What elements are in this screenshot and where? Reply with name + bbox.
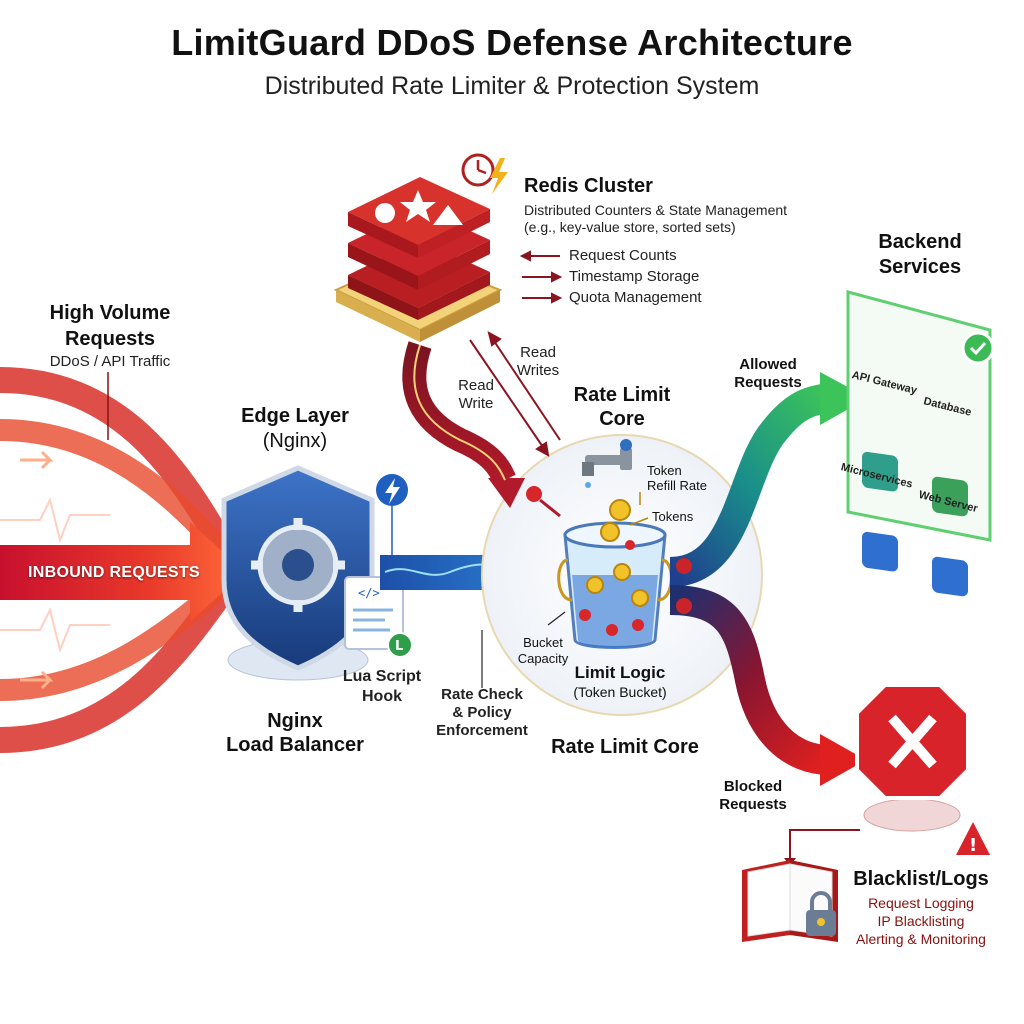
token-bucket-icon: [557, 439, 673, 649]
redis-item-quota-management: Quota Management: [569, 289, 702, 306]
lua-script-icon: </> L: [344, 576, 413, 658]
logs-item-ip-blacklisting: IP Blacklisting: [877, 913, 965, 929]
limit-logic-label-line2: (Token Bucket): [573, 684, 667, 700]
read-write-arrows: [469, 331, 561, 457]
page-subtitle: Distributed Rate Limiter & Protection Sy…: [264, 72, 760, 100]
bolt-icon: [376, 474, 408, 506]
lua-script-label-line1: Lua Script: [342, 668, 422, 685]
svg-text:!: !: [969, 835, 977, 856]
allowed-requests-arrow: [668, 372, 868, 587]
core-bottom-label: Rate Limit Core: [551, 736, 699, 758]
page-title: LimitGuard DDoS Defense Architecture: [171, 22, 853, 63]
source-heading-line2: Requests: [64, 328, 156, 350]
backend-heading-line1: Backend: [878, 231, 962, 253]
rate-check-label-line2: & Policy: [452, 704, 512, 721]
redis-desc-line1: Distributed Counters & State Management: [524, 202, 788, 218]
redis-legend-arrows: [519, 250, 563, 304]
inbound-requests-label: INBOUND REQUESTS: [28, 564, 200, 581]
rate-check-label-line1: Rate Check: [441, 686, 523, 703]
request-dot: [526, 486, 542, 502]
lua-script-label-line2: Hook: [362, 688, 402, 705]
logs-book-icon: [742, 860, 838, 942]
redis-stack-icon: [333, 177, 503, 342]
source-subtitle: DDoS / API Traffic: [49, 353, 171, 370]
tokens-label: Tokens: [652, 509, 694, 524]
bucket-capacity-label-line2: Capacity: [517, 651, 569, 666]
stop-to-logs-connector: [789, 829, 860, 860]
core-heading-line1: Rate Limit: [573, 384, 671, 406]
redis-item-request-counts: Request Counts: [569, 247, 677, 264]
redis-desc-line2: (e.g., key-value store, sorted sets): [524, 219, 736, 235]
inbound-threat-stream: [0, 367, 245, 753]
token-refill-label-line1: Token: [647, 463, 682, 478]
allowed-label-line2: Requests: [734, 374, 802, 391]
redis-to-core-arrow: [402, 341, 525, 508]
edge-heading-line2: (Nginx): [262, 430, 328, 452]
logs-item-request-logging: Request Logging: [868, 895, 974, 911]
edge-bottom-line2: Load Balancer: [226, 734, 364, 756]
backend-services-panel: [846, 290, 995, 597]
limit-logic-label-line1: Limit Logic: [574, 663, 666, 682]
logs-item-alerting-monitoring: Alerting & Monitoring: [856, 931, 986, 947]
request-dot-arrow: [539, 498, 561, 518]
blocked-requests-arrow: [669, 585, 866, 786]
blocked-label-line2: Requests: [719, 796, 787, 813]
read-writes-label-line2: Writes: [516, 362, 560, 379]
bucket-capacity-label-line1: Bucket: [523, 635, 563, 650]
read-write-label-line2: Write: [458, 395, 494, 412]
token-refill-label-line2: Refill Rate: [647, 478, 707, 493]
backend-heading-line2: Services: [878, 256, 962, 278]
svg-text:L: L: [395, 639, 403, 654]
allowed-label-line1: Allowed: [739, 356, 797, 373]
edge-heading-line1: Edge Layer: [241, 405, 349, 427]
edge-bottom-line1: Nginx: [267, 710, 323, 732]
redis-title: Redis Cluster: [524, 175, 653, 197]
svg-text:</>: </>: [358, 586, 380, 600]
blocked-label-line1: Blocked: [723, 778, 783, 795]
rate-check-label-line3: Enforcement: [436, 722, 528, 739]
logs-title: Blacklist/Logs: [853, 868, 989, 890]
source-heading-line1: High Volume: [49, 302, 171, 324]
core-heading-line2: Core: [599, 408, 645, 430]
redis-item-timestamp-storage: Timestamp Storage: [569, 268, 700, 285]
read-write-label-line1: Read: [458, 377, 494, 394]
blocked-stop-icon: !: [855, 683, 990, 856]
read-writes-label-line1: Read: [520, 344, 556, 361]
clock-bolt-icon: [461, 153, 508, 194]
